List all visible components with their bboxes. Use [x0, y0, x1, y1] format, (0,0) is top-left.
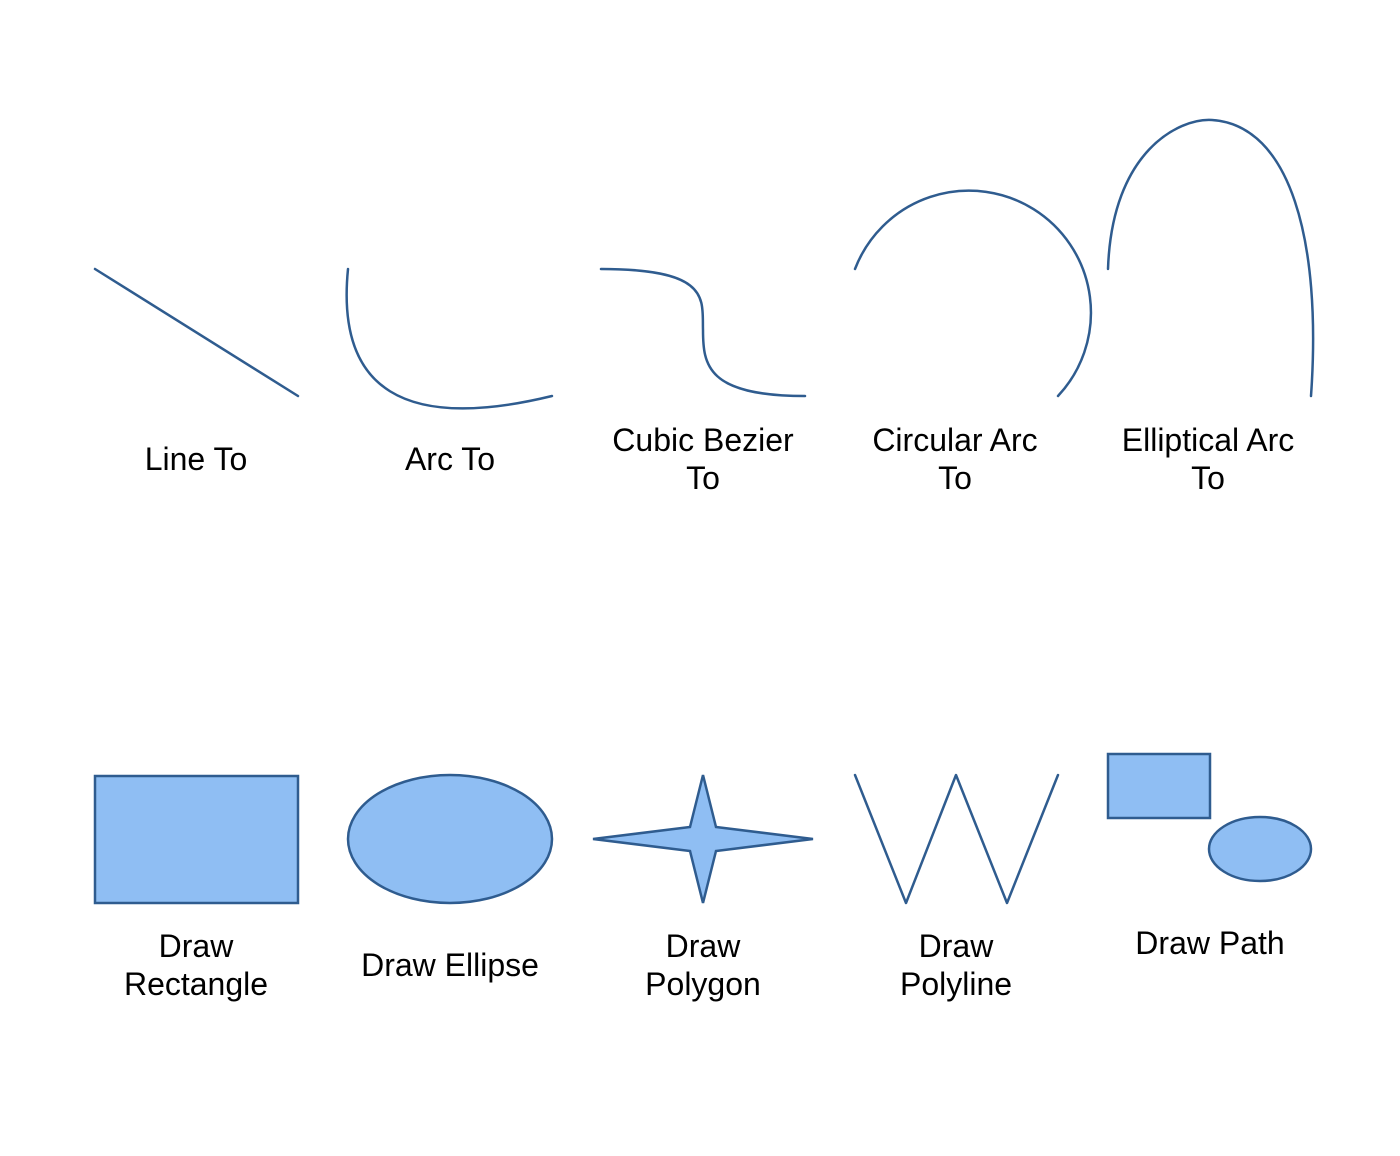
draw-polygon-shape: [592, 774, 814, 904]
elliptical-arc-to-shape: [1106, 118, 1315, 398]
arc-to-shape: [345, 267, 554, 410]
draw-ellipse-shape: [346, 773, 554, 905]
draw-path-ellipse: [1207, 815, 1313, 883]
label-draw-polygon: Draw Polygon: [645, 928, 761, 1002]
draw-path-rectangle: [1106, 752, 1212, 820]
label-circular-arc-to: Circular Arc To: [872, 422, 1038, 496]
label-draw-path: Draw Path: [1135, 925, 1285, 961]
label-elliptical-arc-to: Elliptical Arc To: [1121, 422, 1295, 496]
label-cubic-bezier-to: Cubic Bezier To: [612, 422, 794, 496]
draw-path-shape: [1106, 752, 1313, 883]
draw-polyline-shape: [853, 773, 1060, 905]
circular-arc-to-shape: [853, 189, 1093, 398]
label-draw-ellipse: Draw Ellipse: [361, 947, 539, 983]
cubic-bezier-to-shape: [599, 267, 807, 398]
label-draw-rectangle: Draw Rectangle: [123, 928, 269, 1002]
draw-rectangle-shape: [93, 774, 300, 905]
label-line-to: Line To: [144, 441, 248, 477]
label-arc-to: Arc To: [404, 441, 496, 477]
line-to-shape: [93, 267, 300, 398]
label-draw-polyline: Draw Polyline: [899, 928, 1013, 1002]
